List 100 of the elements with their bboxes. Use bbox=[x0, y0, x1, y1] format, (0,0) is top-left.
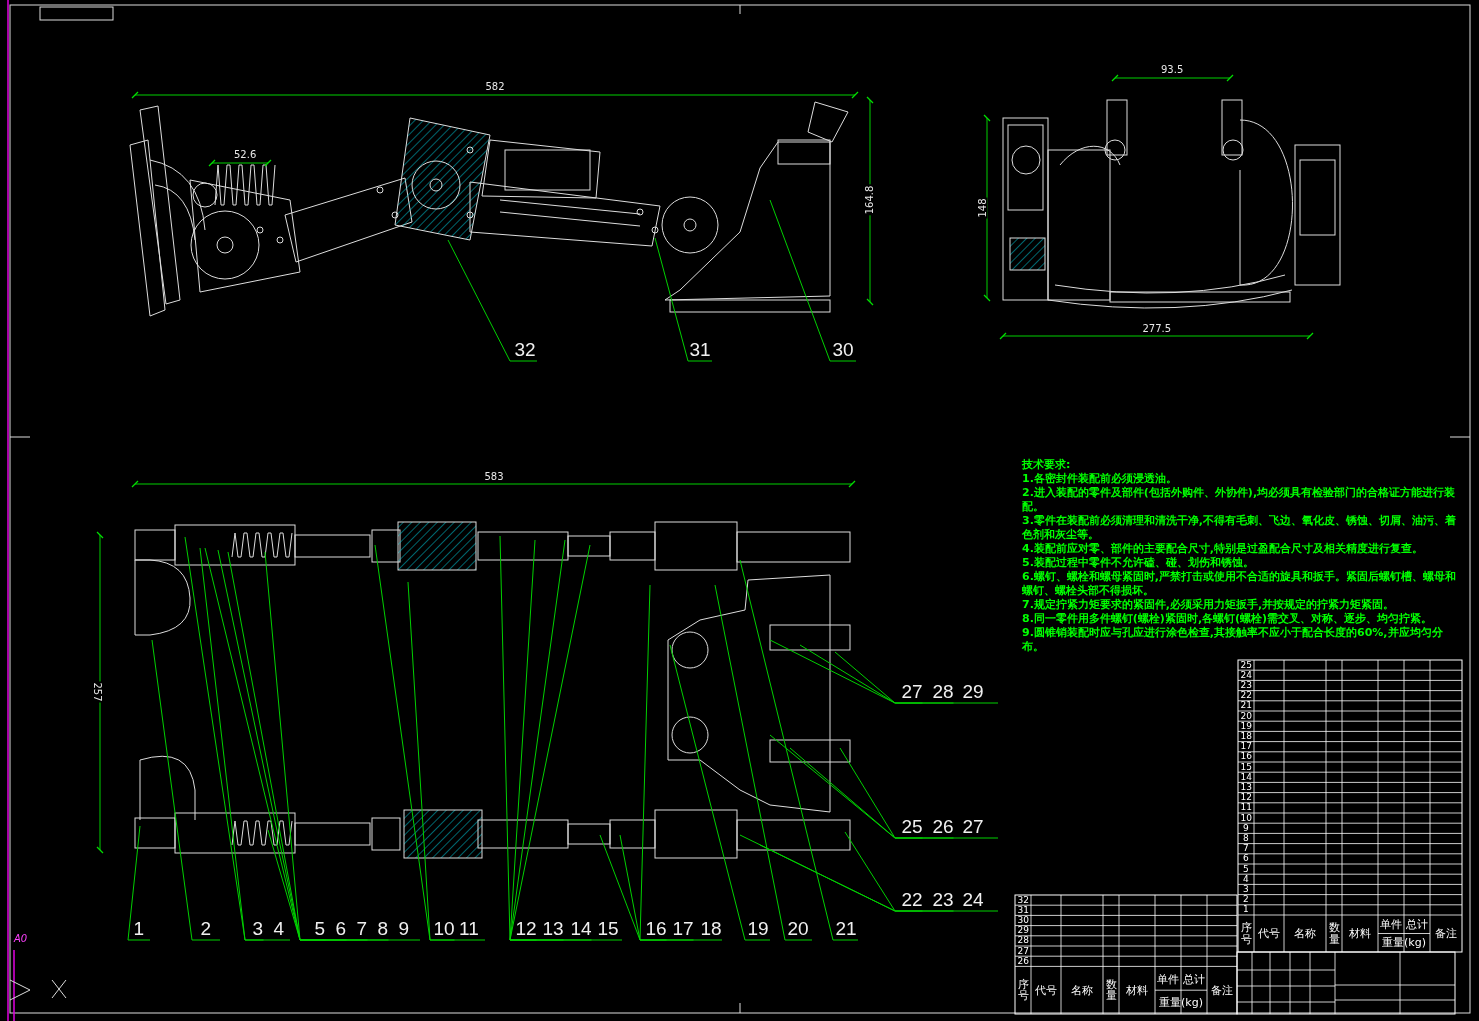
leader-line bbox=[834, 651, 999, 704]
note-text: 2.进入装配的零件及部件(包括外购件、外协件),均必须具有检验部门的合格证方能进行装配。 bbox=[1022, 486, 1457, 514]
row-number: 18 bbox=[1240, 732, 1252, 741]
row-number: 11 bbox=[1240, 803, 1252, 813]
header-text: 数量 bbox=[1105, 978, 1117, 1002]
row-number: 6 bbox=[1243, 854, 1249, 864]
leader-line bbox=[151, 639, 221, 941]
callout-number: 18 bbox=[700, 919, 722, 938]
callout-number: 26 bbox=[932, 817, 954, 836]
note-text: 7.规定拧紧力矩要求的紧固件,必须采用力矩扳手,并按规定的拧紧力矩紧固。 bbox=[1022, 598, 1396, 612]
header-text: 序号 bbox=[1017, 978, 1029, 1002]
row-number: 14 bbox=[1240, 772, 1252, 782]
callout-number: 29 bbox=[962, 682, 984, 701]
sheet-size-label: A0 bbox=[14, 934, 28, 944]
callout-number: 15 bbox=[597, 919, 619, 938]
callout-number: 19 bbox=[747, 919, 769, 938]
row-number: 32 bbox=[1017, 895, 1029, 905]
callout-number: 16 bbox=[645, 919, 667, 938]
dimension-value: 164.8 bbox=[864, 184, 875, 216]
callout-number: 2 bbox=[200, 919, 212, 938]
callout-number: 27 bbox=[901, 682, 923, 701]
leader-line bbox=[509, 544, 623, 941]
row-number: 28 bbox=[1017, 936, 1029, 946]
header-text: 材料 bbox=[1349, 928, 1371, 939]
header-text: 重量(kg) bbox=[1382, 937, 1426, 949]
row-number: 24 bbox=[1240, 670, 1252, 680]
row-number: 16 bbox=[1240, 752, 1252, 762]
header-text: 名称 bbox=[1071, 984, 1093, 996]
callout-number: 31 bbox=[689, 340, 711, 359]
leader-line bbox=[407, 581, 486, 941]
row-number: 12 bbox=[1240, 793, 1252, 803]
header-text: 数量 bbox=[1328, 922, 1340, 946]
header-text: 单件 bbox=[1157, 973, 1179, 985]
row-number: 10 bbox=[1240, 813, 1252, 823]
note-text: 3.零件在装配前必须清理和清洗干净,不得有毛刺、飞边、氧化皮、锈蚀、切屑、油污、着色剂和灰尘等。 bbox=[1022, 514, 1457, 542]
leader-line bbox=[654, 237, 713, 362]
note-text: 8.同一零件用多件螺钉(螺栓)紧固时,各螺钉(螺栓)需交叉、对称、逐步、均匀拧紧。 bbox=[1022, 612, 1434, 626]
header-text: 单件 bbox=[1380, 919, 1402, 931]
callout-number: 13 bbox=[542, 919, 564, 938]
leader-line bbox=[714, 584, 813, 941]
callout-number: 20 bbox=[787, 919, 809, 938]
leader-line bbox=[669, 644, 771, 941]
callout-number: 22 bbox=[901, 890, 923, 909]
leader-line bbox=[844, 831, 999, 912]
note-text: 6.螺钉、螺栓和螺母紧固时,严禁打击或使用不合适的旋具和扳手。紧固后螺钉槽、螺母和螺钉、螺栓头部不得损坏。 bbox=[1022, 570, 1457, 598]
note-text: 4.装配前应对零、部件的主要配合尺寸,特别是过盈配合尺寸及相关精度进行复查。 bbox=[1022, 542, 1424, 556]
heading: 技术要求: bbox=[1022, 458, 1072, 472]
callout-number: 12 bbox=[515, 919, 537, 938]
leader-line bbox=[199, 547, 291, 941]
leader-line bbox=[447, 239, 538, 362]
callout-number: 14 bbox=[570, 919, 592, 938]
callout-number: 8 bbox=[377, 919, 389, 938]
row-number: 13 bbox=[1240, 783, 1252, 792]
leader-line bbox=[639, 584, 723, 941]
header-text: 重量(kg) bbox=[1159, 996, 1203, 1008]
callout-number: 3 bbox=[252, 919, 264, 938]
leader-line bbox=[267, 829, 421, 941]
dimension-value: 277.5 bbox=[1141, 324, 1173, 334]
row-number: 26 bbox=[1017, 956, 1029, 966]
leader-line bbox=[769, 199, 857, 362]
callout-number: 27 bbox=[962, 817, 984, 836]
row-number: 21 bbox=[1240, 701, 1252, 711]
leader-line bbox=[739, 559, 859, 941]
callout-number: 21 bbox=[835, 919, 857, 938]
callout-number: 7 bbox=[356, 919, 368, 938]
leader-line bbox=[127, 825, 151, 941]
callout-number: 10 bbox=[433, 919, 455, 938]
callout-number: 23 bbox=[932, 890, 954, 909]
callout-number: 11 bbox=[459, 919, 479, 938]
note-text: 1.各密封件装配前必须浸透油。 bbox=[1022, 472, 1178, 486]
row-number: 20 bbox=[1240, 711, 1252, 721]
header-text: 材料 bbox=[1126, 984, 1148, 996]
header-text: 备注 bbox=[1435, 928, 1457, 939]
header-text: 备注 bbox=[1211, 984, 1233, 996]
callout-number: 4 bbox=[273, 919, 285, 938]
header-text: 代号 bbox=[1035, 984, 1057, 996]
row-number: 25 bbox=[1240, 660, 1252, 670]
note-text: 9.圆锥销装配时应与孔应进行涂色检查,其接触率不应小于配合长度的60%,并应均匀分布。 bbox=[1022, 626, 1444, 654]
row-number: 31 bbox=[1017, 905, 1029, 915]
header-text: 总计 bbox=[1183, 973, 1205, 985]
header-text: 名称 bbox=[1294, 928, 1316, 939]
row-number: 2 bbox=[1243, 895, 1249, 905]
row-number: 30 bbox=[1017, 916, 1029, 925]
callout-number: 25 bbox=[901, 817, 923, 836]
row-number: 23 bbox=[1240, 681, 1252, 690]
row-number: 3 bbox=[1243, 885, 1249, 894]
dimension-value: 583 bbox=[483, 472, 505, 482]
row-number: 17 bbox=[1240, 742, 1252, 752]
callout-number: 28 bbox=[932, 682, 954, 701]
dimension-value: 582 bbox=[484, 82, 506, 92]
header-text: 代号 bbox=[1258, 928, 1280, 939]
callout-number: 6 bbox=[335, 919, 347, 938]
dimension-value: 93.5 bbox=[1160, 65, 1185, 75]
header-text: 总计 bbox=[1406, 919, 1428, 931]
row-number: 9 bbox=[1243, 823, 1249, 833]
callout-number: 30 bbox=[832, 340, 854, 359]
note-text: 5.装配过程中零件不允许磕、碰、划伤和锈蚀。 bbox=[1022, 556, 1255, 570]
row-number: 5 bbox=[1243, 864, 1249, 874]
row-number: 19 bbox=[1240, 721, 1252, 731]
callout-number: 1 bbox=[133, 919, 145, 938]
